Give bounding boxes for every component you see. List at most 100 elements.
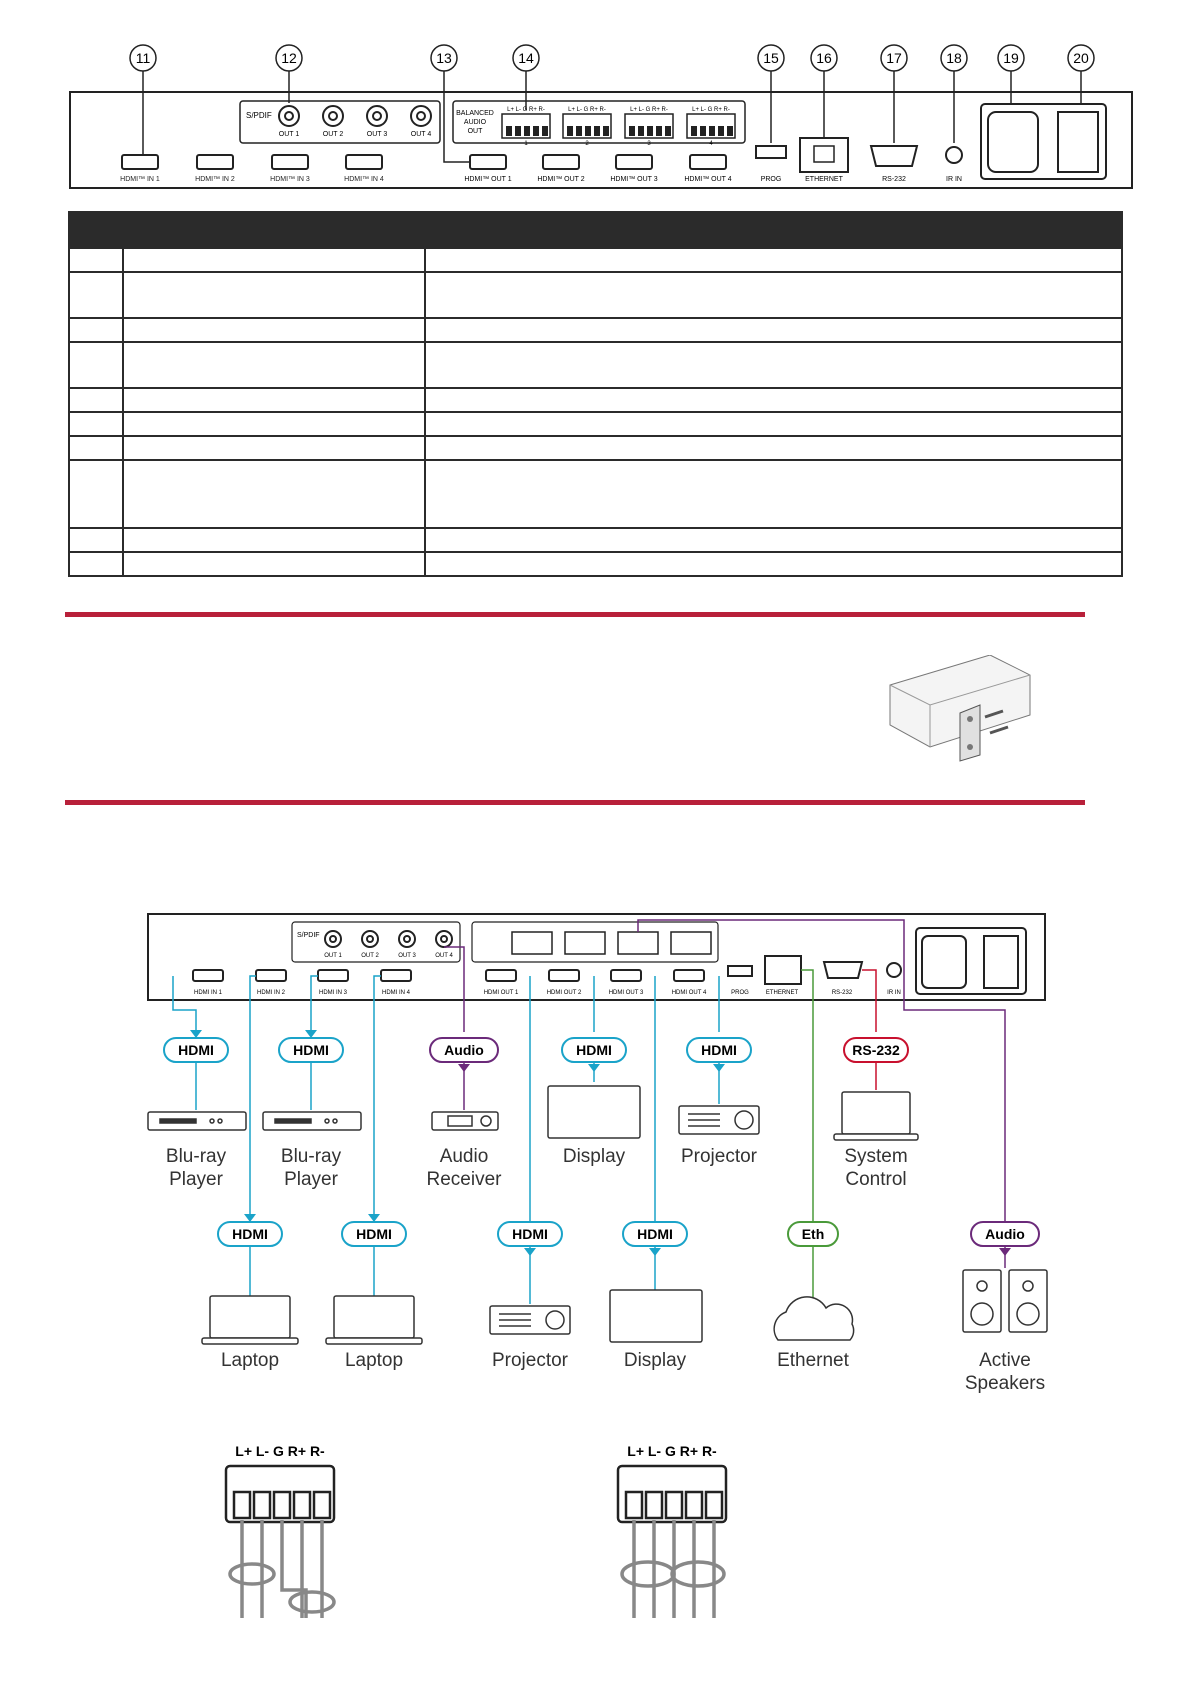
table-cell	[424, 459, 1123, 529]
callout-16-text: 16	[816, 50, 832, 66]
badge-audio-2: Audio	[970, 1221, 1040, 1247]
table-cell	[424, 527, 1123, 553]
diagram-hdmi-in-3: HDMI IN 3	[319, 990, 348, 996]
diagram-hdmi-out-1: HDMI OUT 1	[484, 990, 519, 996]
arrow-icon	[999, 1248, 1011, 1256]
table-cell	[122, 527, 426, 553]
diagram-terminal-blocks	[511, 931, 712, 955]
table-cell	[68, 317, 124, 343]
diagram-hdmi-in-4: HDMI IN 4	[382, 990, 411, 996]
spdif-out-4-label: OUT 4	[411, 131, 432, 138]
callout-15: 15	[757, 44, 785, 143]
display-icon	[609, 1289, 703, 1343]
table-cell	[122, 271, 426, 319]
table-cell	[122, 387, 426, 413]
prog-label: PROG	[761, 176, 782, 183]
diagram-ir-label: IR IN	[887, 990, 901, 996]
table-row	[68, 247, 1123, 273]
line-rs232	[862, 969, 877, 1032]
hdmi-out-3-label: HDMI™ OUT 3	[610, 176, 657, 183]
callout-15-text: 15	[763, 50, 779, 66]
terminal-3-pins: L+ L- G R+ R-	[630, 107, 668, 113]
device-label: Player	[169, 1169, 224, 1190]
terminal-4-number: 4	[709, 141, 713, 147]
arrow-icon	[588, 1064, 600, 1072]
pin-labels-right: L+ L- G R+ R-	[627, 1443, 717, 1459]
table-cell	[68, 341, 124, 389]
table-cell	[424, 387, 1123, 413]
spdif-out-1-label: OUT 1	[279, 131, 300, 138]
ir-in-jack	[945, 146, 963, 164]
ir-in-label: IR IN	[946, 176, 962, 183]
ethernet-port	[799, 137, 849, 173]
power-inlet	[987, 111, 1039, 173]
table-row	[68, 435, 1123, 461]
badge-eth: Eth	[787, 1221, 839, 1247]
spec-table	[68, 211, 1123, 577]
table-cell	[424, 271, 1123, 319]
device-label: Ethernet	[777, 1350, 850, 1371]
table-header-cell	[424, 211, 1123, 249]
table-cell	[68, 247, 124, 273]
device-label: Blu-ray	[281, 1146, 342, 1167]
table-cell	[68, 527, 124, 553]
diagram-prog-label: PROG	[731, 990, 749, 996]
table-row	[68, 317, 1123, 343]
prog-usb-port	[755, 145, 787, 159]
table-cell	[68, 459, 124, 529]
spdif-out-2-label: OUT 2	[323, 131, 344, 138]
diagram-spdif-out-4: OUT 4	[435, 953, 453, 959]
diagram-spdif-jacks	[324, 930, 453, 948]
laptop-icon	[325, 1295, 423, 1345]
rs232-port	[869, 145, 919, 167]
diagram-hdmi-out-2: HDMI OUT 2	[547, 990, 582, 996]
device-label: Speakers	[965, 1373, 1045, 1394]
device-label: System	[844, 1146, 907, 1167]
badge-hdmi-2: HDMI	[278, 1037, 344, 1063]
table-cell	[122, 459, 426, 529]
line-ethernet	[801, 969, 814, 1222]
badge-hdmi-5-text: HDMI	[232, 1226, 268, 1242]
section-divider	[65, 612, 1085, 617]
rack-mount-image	[889, 655, 1031, 762]
badge-hdmi-8: HDMI	[622, 1221, 688, 1247]
hdmi-in-3-label: HDMI™ IN 3	[270, 176, 310, 183]
callout-11-text: 11	[136, 50, 151, 66]
badge-hdmi-6: HDMI	[341, 1221, 407, 1247]
arrow-icon	[524, 1248, 536, 1256]
ethernet-label: ETHERNET	[805, 176, 843, 183]
arrow-icon	[458, 1064, 470, 1072]
device-label: Projector	[492, 1350, 569, 1371]
wiring-diagram-right: L+ L- G R+ R-	[616, 1443, 728, 1618]
spdif-box	[239, 100, 441, 144]
badge-hdmi-6-text: HDMI	[356, 1226, 392, 1242]
callout-18-text: 18	[946, 50, 962, 66]
badge-hdmi-5: HDMI	[217, 1221, 283, 1247]
projector-icon	[489, 1305, 571, 1335]
diagram-power-switch	[983, 935, 1019, 989]
line-hdmi-in-3	[310, 975, 318, 1032]
balanced-audio-box	[452, 100, 746, 144]
hdmi-in-ports	[121, 154, 383, 170]
terminal-4-pins: L+ L- G R+ R-	[692, 107, 730, 113]
terminal-1-number: 1	[524, 141, 528, 147]
badge-hdmi-1-text: HDMI	[178, 1042, 214, 1058]
device-label: Control	[845, 1169, 906, 1190]
bluray-player-icon	[147, 1111, 247, 1131]
badge-hdmi-4-text: HDMI	[701, 1042, 737, 1058]
badge-hdmi-4: HDMI	[686, 1037, 752, 1063]
table-body	[68, 247, 1123, 577]
table-cell	[68, 411, 124, 437]
callout-17: 17	[880, 44, 908, 143]
projector-icon	[678, 1105, 760, 1135]
active-speakers-icon	[962, 1269, 1048, 1333]
arrow-icon	[368, 1214, 380, 1222]
terminal-1-pins: L+ L- G R+ R-	[507, 107, 545, 113]
table-cell	[122, 435, 426, 461]
device-label: Receiver	[427, 1169, 503, 1190]
device-label: Display	[563, 1146, 626, 1167]
line-hdmi-in-1	[172, 976, 197, 1032]
badge-hdmi-3-text: HDMI	[576, 1042, 612, 1058]
spdif-out-3-label: OUT 3	[367, 131, 388, 138]
badge-hdmi-1: HDMI	[163, 1037, 229, 1063]
